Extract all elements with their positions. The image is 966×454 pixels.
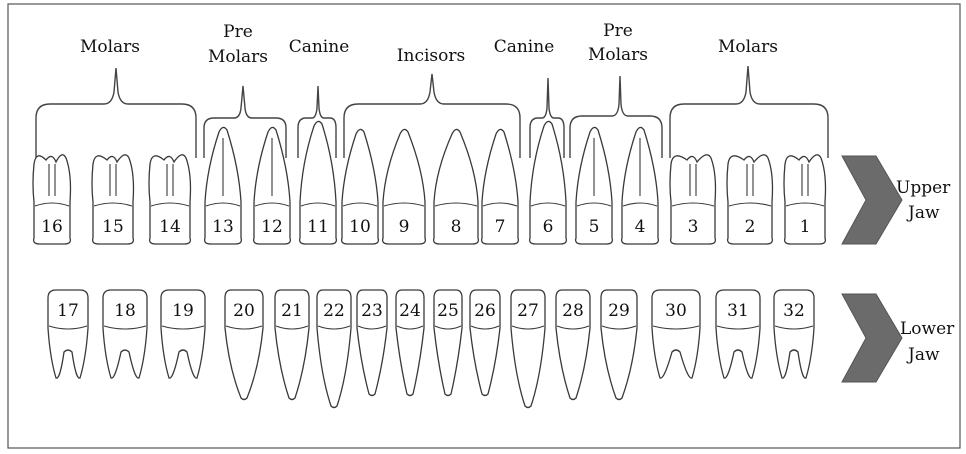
label-premolars-left-line2: Molars: [208, 47, 268, 67]
lower-tooth-number: 22: [323, 301, 345, 321]
upper-jaw-arrow: [842, 156, 902, 244]
upper-tooth-number: 11: [307, 217, 329, 237]
label-canine-right: Canine: [494, 37, 555, 57]
lower-tooth-number: 29: [608, 301, 630, 321]
lower-tooth-number: 19: [172, 301, 194, 321]
group-braces: [36, 66, 828, 158]
upper-tooth-number: 5: [589, 217, 600, 237]
upper-tooth-6: 6: [530, 121, 567, 244]
upper-tooth-15: 15: [92, 155, 134, 244]
group-labels: Molars Pre Molars Canine Incisors Canine…: [80, 21, 778, 67]
lower-tooth-23: 23: [357, 290, 387, 396]
lower-tooth-number: 26: [474, 301, 496, 321]
upper-tooth-7: 7: [482, 129, 519, 244]
upper-tooth-number: 16: [41, 217, 63, 237]
label-premolars-right-line2: Molars: [588, 45, 648, 65]
upper-tooth-8: 8: [434, 129, 479, 244]
upper-tooth-11: 11: [300, 121, 337, 244]
lower-tooth-number: 23: [361, 301, 383, 321]
label-incisors: Incisors: [397, 46, 465, 66]
lower-tooth-number: 30: [665, 301, 687, 321]
lower-tooth-number: 18: [114, 301, 136, 321]
lower-tooth-24: 24: [396, 290, 424, 396]
lower-tooth-30: 30: [652, 290, 700, 378]
lower-jaw-label-line1: Lower: [900, 319, 955, 339]
upper-tooth-4: 4: [622, 127, 659, 244]
upper-tooth-1: 1: [784, 155, 826, 244]
lower-tooth-number: 24: [399, 301, 421, 321]
lower-tooth-number: 20: [233, 301, 255, 321]
lower-tooth-27: 27: [511, 290, 545, 408]
lower-tooth-number: 31: [727, 301, 749, 321]
upper-tooth-9: 9: [383, 129, 426, 244]
lower-tooth-29: 29: [601, 290, 637, 400]
lower-tooth-18: 18: [103, 290, 147, 378]
upper-tooth-number: 12: [261, 217, 283, 237]
lower-tooth-28: 28: [556, 290, 590, 400]
upper-tooth-number: 7: [495, 217, 506, 237]
upper-jaw-label-line1: Upper: [896, 178, 951, 198]
lower-tooth-19: 19: [161, 290, 205, 378]
upper-tooth-number: 8: [451, 217, 462, 237]
upper-tooth-number: 13: [212, 217, 234, 237]
lower-tooth-number: 28: [562, 301, 584, 321]
upper-tooth-10: 10: [342, 129, 379, 244]
upper-tooth-number: 2: [745, 217, 756, 237]
upper-tooth-number: 6: [543, 217, 554, 237]
lower-tooth-22: 22: [317, 290, 351, 408]
upper-tooth-number: 1: [800, 217, 811, 237]
lower-tooth-31: 31: [716, 290, 760, 378]
lower-jaw-arrow: [842, 294, 902, 382]
upper-teeth: 16 15 14 13 12 11 10 9 8 7 6 5 4 3 2 1: [33, 121, 826, 244]
upper-tooth-12: 12: [254, 127, 291, 244]
lower-tooth-21: 21: [275, 290, 309, 400]
lower-tooth-20: 20: [225, 290, 263, 400]
label-premolars-left-line1: Pre: [223, 22, 253, 42]
lower-tooth-32: 32: [774, 290, 814, 378]
upper-tooth-3: 3: [670, 155, 716, 244]
upper-tooth-5: 5: [576, 127, 613, 244]
upper-tooth-number: 15: [102, 217, 124, 237]
upper-jaw-label-line2: Jaw: [906, 203, 940, 223]
lower-tooth-number: 21: [281, 301, 303, 321]
lower-tooth-number: 32: [783, 301, 805, 321]
upper-tooth-14: 14: [149, 155, 191, 244]
lower-tooth-number: 25: [437, 301, 459, 321]
upper-tooth-number: 9: [399, 217, 410, 237]
upper-tooth-2: 2: [727, 155, 773, 244]
upper-tooth-13: 13: [205, 127, 242, 244]
lower-jaw-label-line2: Jaw: [906, 345, 940, 365]
upper-tooth-16: 16: [33, 155, 71, 244]
lower-tooth-26: 26: [470, 290, 500, 396]
lower-chevron-icon: [842, 294, 902, 382]
label-molars-left: Molars: [80, 37, 140, 57]
upper-tooth-number: 10: [349, 217, 371, 237]
lower-teeth: 17 18 19 20 21 22 23 24 25 26 27 28 29 30 31 32: [48, 290, 814, 408]
label-molars-right: Molars: [718, 37, 778, 57]
lower-tooth-number: 17: [57, 301, 79, 321]
upper-tooth-number: 14: [159, 217, 181, 237]
upper-tooth-number: 3: [688, 217, 699, 237]
upper-tooth-number: 4: [635, 217, 646, 237]
brace-molars-left: [36, 68, 196, 158]
lower-tooth-25: 25: [434, 290, 462, 396]
label-canine-left: Canine: [289, 37, 350, 57]
label-premolars-right-line1: Pre: [603, 21, 633, 41]
lower-tooth-number: 27: [517, 301, 539, 321]
lower-tooth-17: 17: [48, 290, 88, 378]
brace-molars-right: [670, 66, 828, 158]
upper-chevron-icon: [842, 156, 902, 244]
